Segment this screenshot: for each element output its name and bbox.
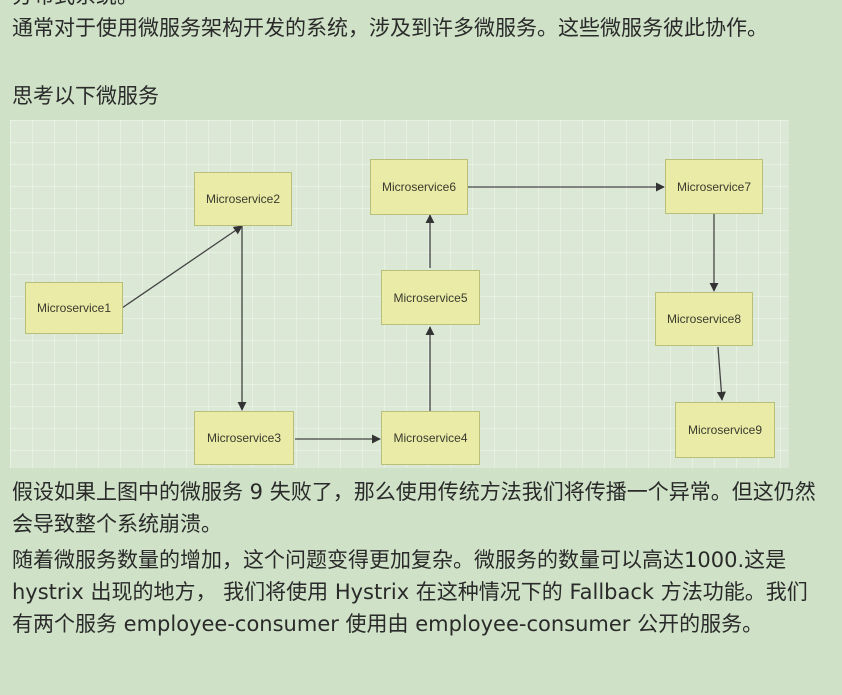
node-microservice5: Microservice5 xyxy=(381,270,480,325)
node-microservice2: Microservice2 xyxy=(194,172,292,226)
growth-paragraph: 随着微服务数量的增加，这个问题变得更加复杂。微服务的数量可以高达1000.这是 … xyxy=(12,548,808,636)
partial-top-line: 分布式系统。 xyxy=(12,0,828,12)
node-microservice4: Microservice4 xyxy=(381,411,480,465)
think-heading: 思考以下微服务 xyxy=(12,84,159,108)
node-microservice8: Microservice8 xyxy=(655,292,753,346)
node-microservice1: Microservice1 xyxy=(25,282,123,334)
intro-paragraph: 通常对于使用微服务架构开发的系统，涉及到许多微服务。这些微服务彼此协作。 xyxy=(12,16,768,40)
node-microservice3: Microservice3 xyxy=(194,411,294,465)
edge-ms8-ms9 xyxy=(716,346,726,401)
node-microservice6: Microservice6 xyxy=(370,159,468,215)
edge-ms1-ms2 xyxy=(121,225,243,309)
failure-paragraph: 假设如果上图中的微服务 9 失败了，那么使用传统方法我们将传播一个异常。但这仍然… xyxy=(12,480,816,536)
node-microservice7: Microservice7 xyxy=(665,159,763,214)
node-microservice9: Microservice9 xyxy=(675,402,775,458)
diagram-edges xyxy=(121,182,726,444)
microservice-diagram: Microservice1 Microservice2 Microservice… xyxy=(10,120,789,468)
